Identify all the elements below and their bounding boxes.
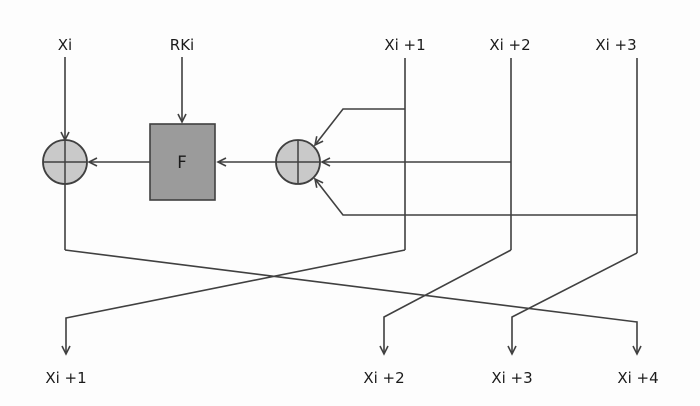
top-label-xi1: Xi +1 <box>384 36 425 54</box>
xi1-shift-path <box>61 249 406 356</box>
top-label-xi2: Xi +2 <box>489 36 530 54</box>
bottom-label-xi1: Xi +1 <box>45 369 86 387</box>
xor-node-right <box>275 139 321 185</box>
bottom-label-xi3: Xi +3 <box>491 369 532 387</box>
f-function-box <box>149 123 216 201</box>
top-label-xi3: Xi +3 <box>595 36 636 54</box>
top-label-xi: Xi <box>58 36 72 54</box>
xi2-shift-path <box>379 249 512 356</box>
xi3-branch-arrow <box>313 177 637 216</box>
xor-node-left <box>42 139 88 185</box>
f-function-label: F <box>177 153 187 172</box>
top-label-rki: RKi <box>170 36 194 54</box>
xi3-shift-path <box>507 252 638 356</box>
f-function-node: F <box>149 123 216 201</box>
bottom-label-xi4: Xi +4 <box>617 369 658 387</box>
xi1-branch-arrow <box>313 108 405 147</box>
xi4-output-path <box>64 249 642 356</box>
bottom-label-xi2: Xi +2 <box>363 369 404 387</box>
